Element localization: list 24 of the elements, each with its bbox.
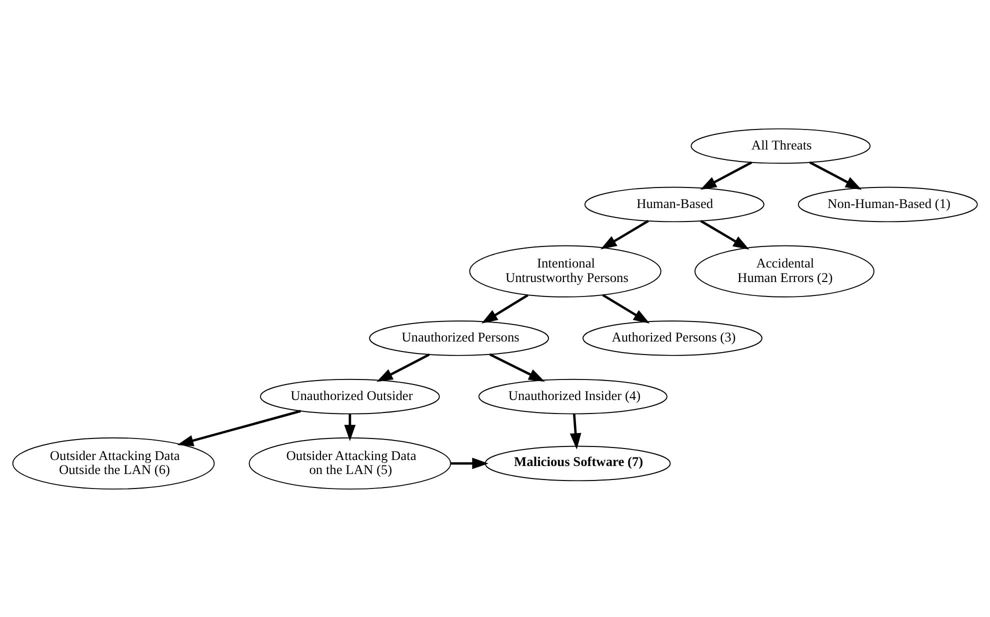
node-ellipse: Malicious Software (7)	[484, 445, 671, 481]
arrow	[600, 219, 649, 249]
node-ellipse: Outsider Attacking Data on the LAN (5)	[248, 436, 452, 490]
arrow	[344, 413, 356, 441]
node-ellipse: Non-Human-Based (1)	[798, 186, 978, 222]
node-ellipse: Accidental Human Errors (2)	[694, 244, 874, 297]
arrow	[700, 160, 752, 190]
node-ellipse: Human-Based	[584, 186, 764, 222]
node-ellipse: Unauthorized Persons	[369, 320, 550, 356]
node-ellipse: Authorized Persons (3)	[582, 320, 762, 356]
arrow	[570, 413, 582, 449]
arrow	[809, 160, 862, 190]
arrow	[700, 219, 750, 250]
arrow	[177, 409, 301, 446]
node-ellipse: Unauthorized Outsider	[260, 378, 440, 414]
node-ellipse: All Threats	[690, 128, 871, 164]
arrow	[602, 293, 650, 323]
node-ellipse: Unauthorized Insider (4)	[478, 378, 668, 414]
arrow	[376, 353, 430, 382]
node-ellipse: Outsider Attacking Data Outside the LAN (6)	[12, 436, 215, 490]
arrow	[450, 457, 488, 469]
arrow	[489, 352, 545, 382]
node-ellipse: Intentional Untrustworthy Persons	[469, 244, 662, 297]
arrow	[481, 294, 528, 324]
